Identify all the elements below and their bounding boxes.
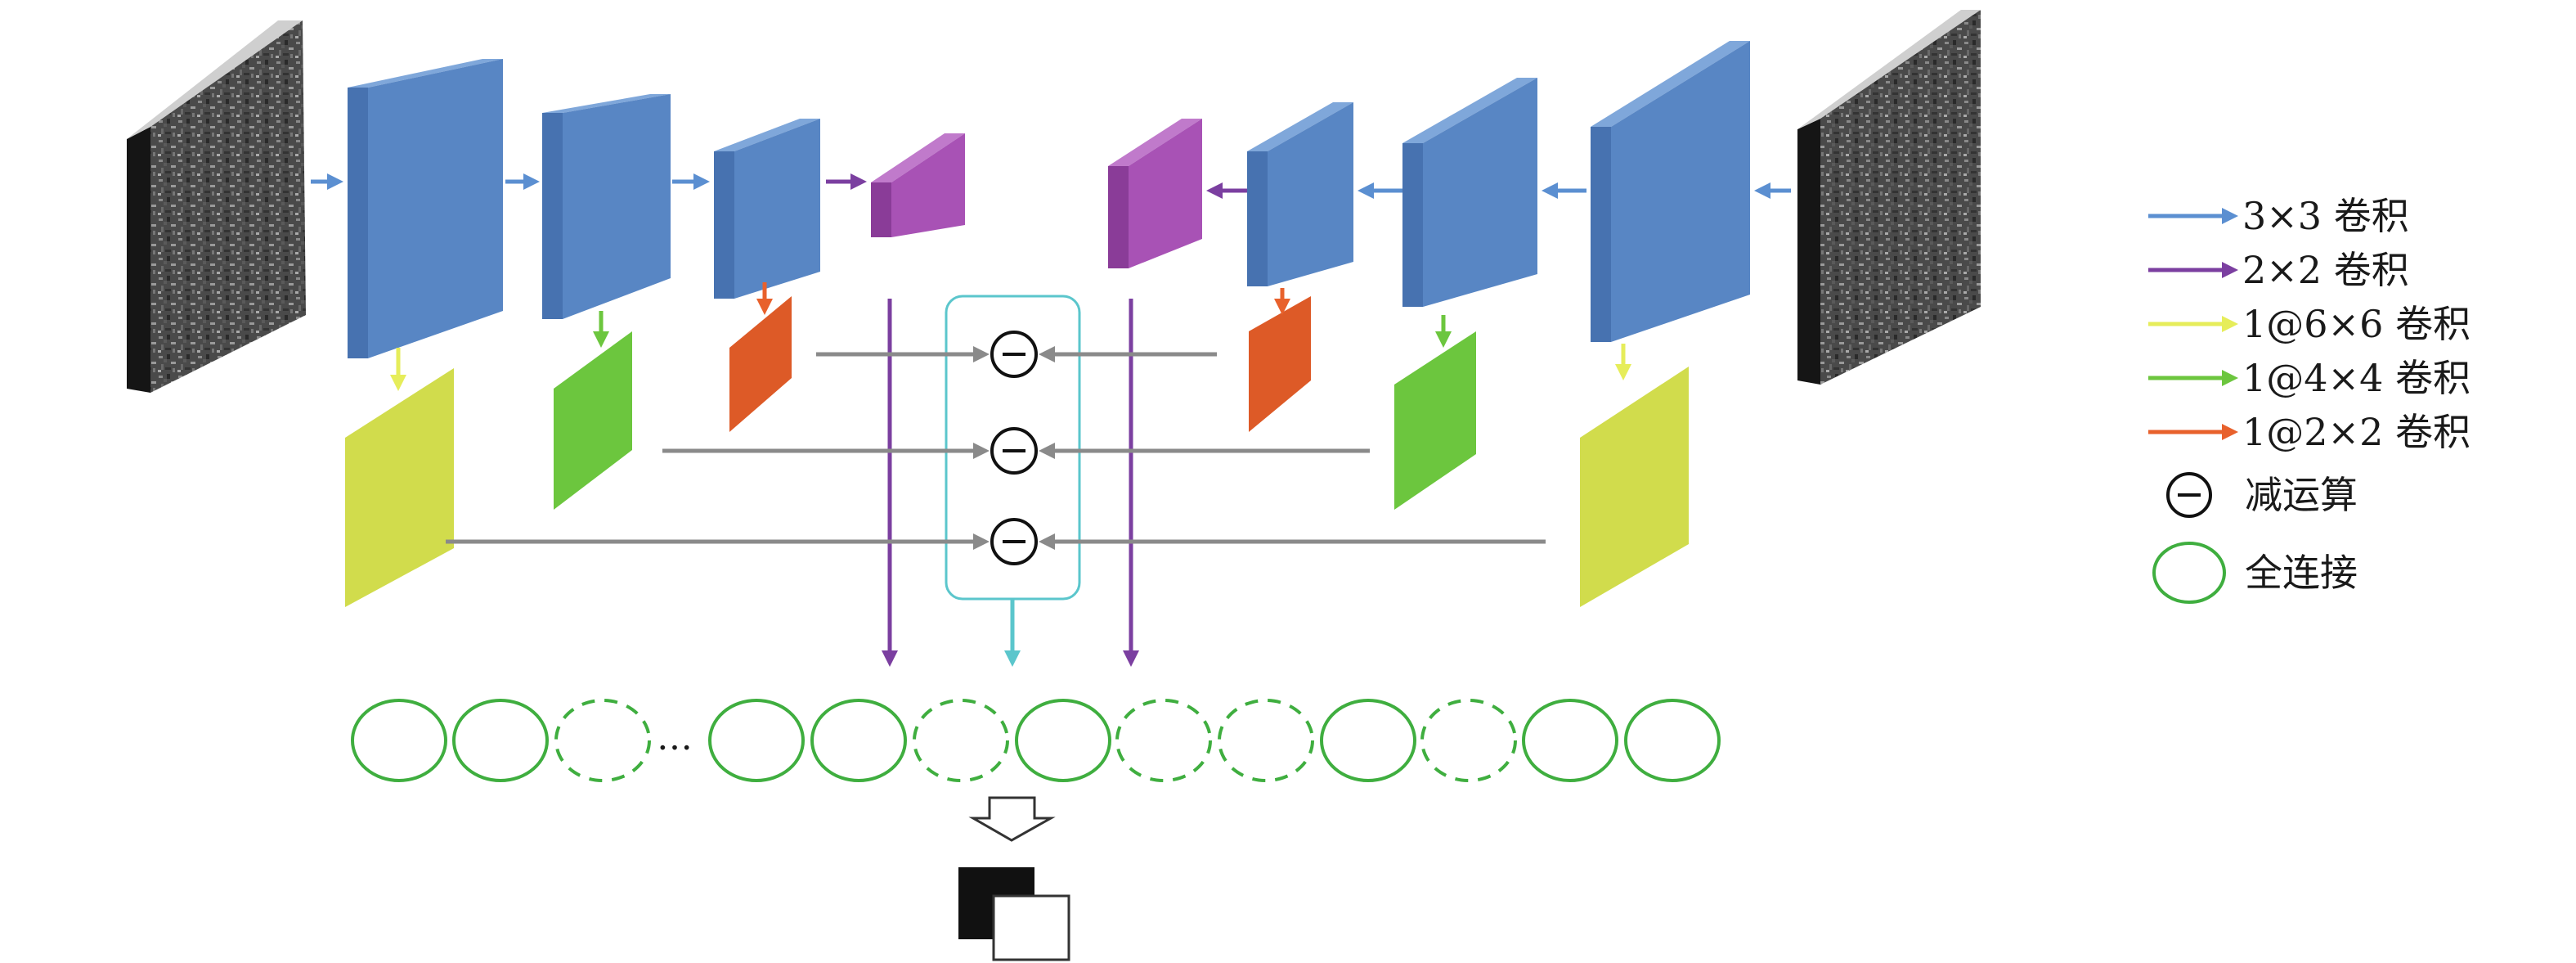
gray-arrow-left-yellow [446,533,990,550]
legend-label: 1@2×2 卷积 [2242,410,2471,454]
right-block-3 [1247,102,1353,286]
conv6x6-arrow-left [390,348,406,391]
minus-circle-icon [2166,472,2212,518]
minus-circle-icon [990,518,1038,565]
conv4x4-arrow-right [1435,315,1452,348]
right-block-4-purple [1108,119,1202,268]
legend-item: 1@2×2 卷积 [2148,410,2471,454]
right-plane-green [1394,331,1476,510]
fc-node-dashed [1115,699,1212,782]
legend-label: 3×3 卷积 [2242,194,2409,238]
conv3x3-arrow-left-2 [505,173,540,190]
subtract-output-arrow [1004,599,1021,667]
fc-node [708,699,805,782]
fc-node [1015,699,1111,782]
gray-arrow-right-yellow [1039,533,1546,550]
legend-label: 2×2 卷积 [2242,248,2409,292]
fc-node [452,699,549,782]
conv3x3-arrow-right-1 [1754,182,1791,199]
legend-label: 全连接 [2245,551,2358,595]
conv2x2-1-arrow-right [1274,288,1290,315]
blue-arrow-icon [2148,208,2238,224]
conv6x6-arrow-right [1615,344,1631,380]
legend-item: 2×2 卷积 [2148,248,2409,292]
conv2x2-1-arrow-left [756,282,773,315]
yellow-arrow-icon [2148,316,2238,332]
conv3x3-arrow-right-2 [1542,182,1586,199]
legend-item: 1@4×4 卷积 [2148,356,2471,400]
hollow-down-arrow-icon [968,796,1056,842]
right-plane-yellow [1580,367,1689,607]
legend-item: 减运算 [2166,472,2358,518]
legend-item: 全连接 [2152,542,2358,604]
legend: 3×3 卷积 2×2 卷积 1@6×6 卷积 1@4×4 卷积 1@2×2 卷积减运算全… [2148,194,2471,604]
gray-arrow-left-green [662,443,990,459]
legend-item: 1@6×6 卷积 [2148,302,2471,346]
orange-arrow-icon [2148,424,2238,440]
minus-circle-icon [990,331,1038,378]
fc-node-dashed [554,699,651,782]
fc-node-dashed [1420,699,1517,782]
fc-node-dashed [913,699,1009,782]
fc-node [1624,699,1721,782]
legend-label: 1@4×4 卷积 [2242,356,2471,400]
right-block-1 [1591,41,1750,342]
left-input-image [127,20,306,393]
legend-item: 3×3 卷积 [2148,194,2409,238]
right-block-2 [1402,78,1537,307]
right-plane-orange [1249,296,1311,432]
conv3x3-arrow-right-3 [1358,182,1402,199]
conv3x3-arrow-left-1 [311,173,343,190]
purple-arrow-icon [2148,262,2238,278]
fc-ellipsis: … [657,717,693,758]
legend-label: 减运算 [2245,473,2358,517]
black-white-squares-icon [958,867,1070,961]
fully-connected-layer [351,699,1721,782]
gray-arrow-right-green [1039,443,1370,459]
left-block-1 [348,59,503,358]
conv4x4-arrow-left [593,311,609,348]
green-circle-icon [2152,542,2226,604]
fc-node [810,699,907,782]
fc-node [1522,699,1618,782]
left-plane-yellow [345,368,454,607]
left-plane-orange [729,296,792,432]
left-plane-green [554,331,632,510]
left-block-3 [714,119,820,299]
purple-vertical-arrow-right [1123,299,1139,667]
conv2x2-arrow-left [826,173,867,190]
fc-node-dashed [1218,699,1314,782]
right-input-image [1797,10,1981,385]
left-block-4-purple [871,133,965,237]
purple-vertical-arrow-left [882,299,898,667]
conv3x3-arrow-left-3 [672,173,710,190]
fc-node [1320,699,1416,782]
gray-arrow-left-orange [816,346,990,362]
left-block-2 [542,94,671,319]
green-arrow-icon [2148,370,2238,386]
legend-label: 1@6×6 卷积 [2242,302,2471,346]
minus-circle-icon [990,427,1038,475]
fc-node [351,699,447,782]
gray-arrow-right-orange [1039,346,1217,362]
conv2x2-arrow-right [1206,182,1247,199]
